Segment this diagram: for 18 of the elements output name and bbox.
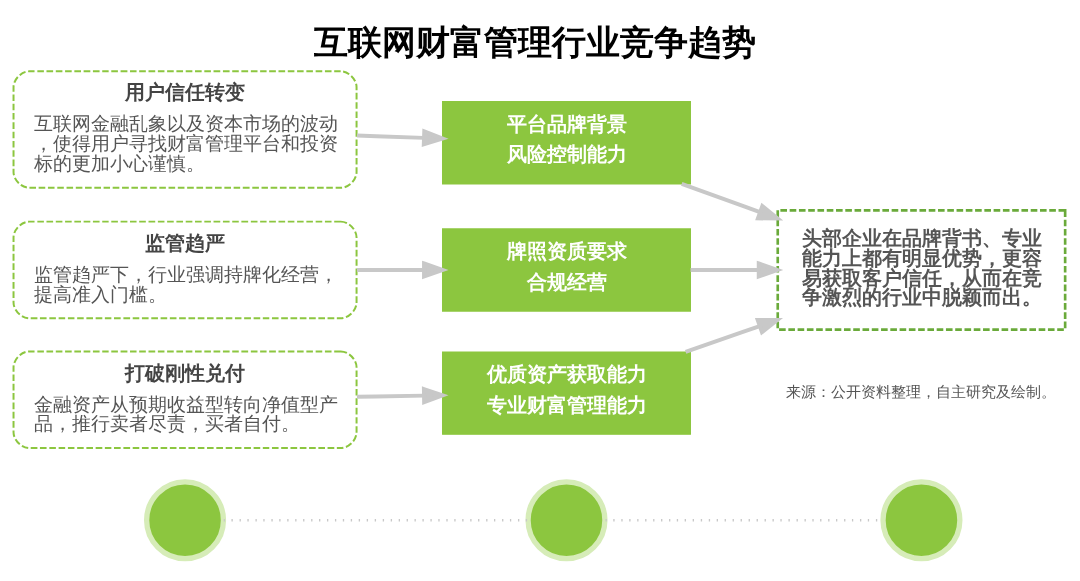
node-circle [144, 479, 227, 562]
arrow [356, 128, 449, 148]
arrow [356, 386, 449, 405]
node-box: 头部企业在品牌背书、专业能力上都有明显优势，更容易获取客户信任，从而在竞争激烈的行业中脱颖而出。 [776, 209, 1067, 331]
node-box: 用户信任转变 互联网金融乱象以及资本市场的波动，使得用户寻找财富管理平台和投资标的更加小心谨慎。 [12, 70, 358, 189]
arrow [690, 260, 784, 280]
node-box: 监管趋严 监管趋严下，行业强调持牌化经营，提高准入门槛。 [12, 220, 358, 320]
node-circle [525, 479, 608, 562]
node-box: 牌照资质要求 合规经营 [442, 228, 691, 312]
node-box: 打破刚性兑付 金融资产从预期收益型转向净值型产品，推行卖者尽责，买者自付。 [12, 350, 358, 450]
node-box: 优质资产获取能力 专业财富管理能力 [442, 351, 691, 435]
node-circle [880, 479, 963, 562]
diagram-title: 互联网财富管理行业竞争趋势 [313, 21, 756, 62]
arrow [684, 317, 783, 354]
label: 来源：公开资料整理，自主研究及绘制。 [786, 382, 1057, 400]
arrow [356, 260, 449, 280]
arrow [681, 182, 784, 221]
node-box: 平台品牌背景 风险控制能力 [442, 101, 691, 185]
